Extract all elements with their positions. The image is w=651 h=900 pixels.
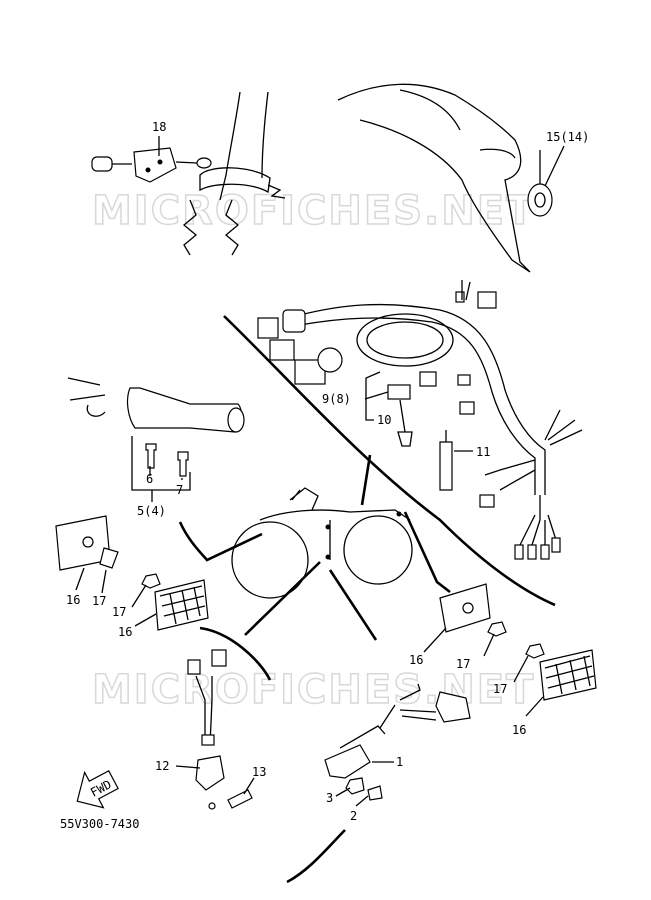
callout-17-b: 17 xyxy=(112,605,126,619)
callout-6: 6 xyxy=(146,472,153,486)
diagram-code: 55V300-7430 xyxy=(60,817,139,831)
callout-13: 13 xyxy=(252,765,266,779)
handlebar-bracket-assembly xyxy=(91,91,286,256)
fender-grommet-assembly xyxy=(337,83,553,273)
callout-10: 10 xyxy=(377,413,391,427)
callout-leaders xyxy=(75,136,565,807)
wire-harness-assembly xyxy=(257,280,583,560)
callout-1: 1 xyxy=(396,755,403,769)
watermark-top: MICROFICHES.NET xyxy=(92,188,535,234)
sensor-assembly xyxy=(187,649,253,810)
callout-17-c: 17 xyxy=(456,657,470,671)
callout-18: 18 xyxy=(152,120,166,134)
callout-3: 3 xyxy=(326,791,333,805)
callout-15-14: 15(14) xyxy=(546,130,589,144)
callout-9-8: 9(8) xyxy=(322,392,351,406)
turn-signal-right-group xyxy=(439,583,597,701)
motorcycle-overview xyxy=(231,487,413,599)
callout-16-b: 16 xyxy=(118,625,132,639)
flasher-relay-assembly xyxy=(324,683,471,801)
callout-16-c: 16 xyxy=(409,653,423,667)
fwd-arrow: FWD xyxy=(76,770,119,809)
callout-12: 12 xyxy=(155,759,169,773)
callout-7: 7 xyxy=(176,483,183,497)
callout-5-4: 5(4) xyxy=(137,504,166,518)
callout-2: 2 xyxy=(350,809,357,823)
callout-16-d: 16 xyxy=(512,723,526,737)
turn-signal-left-group xyxy=(55,515,209,631)
throttle-grip-assembly xyxy=(67,377,245,477)
watermark-bottom: MICROFICHES.NET xyxy=(92,667,535,713)
callout-11: 11 xyxy=(476,445,490,459)
callout-17-d: 17 xyxy=(493,682,507,696)
callout-17-a: 17 xyxy=(92,594,106,608)
callout-16-a: 16 xyxy=(66,593,80,607)
